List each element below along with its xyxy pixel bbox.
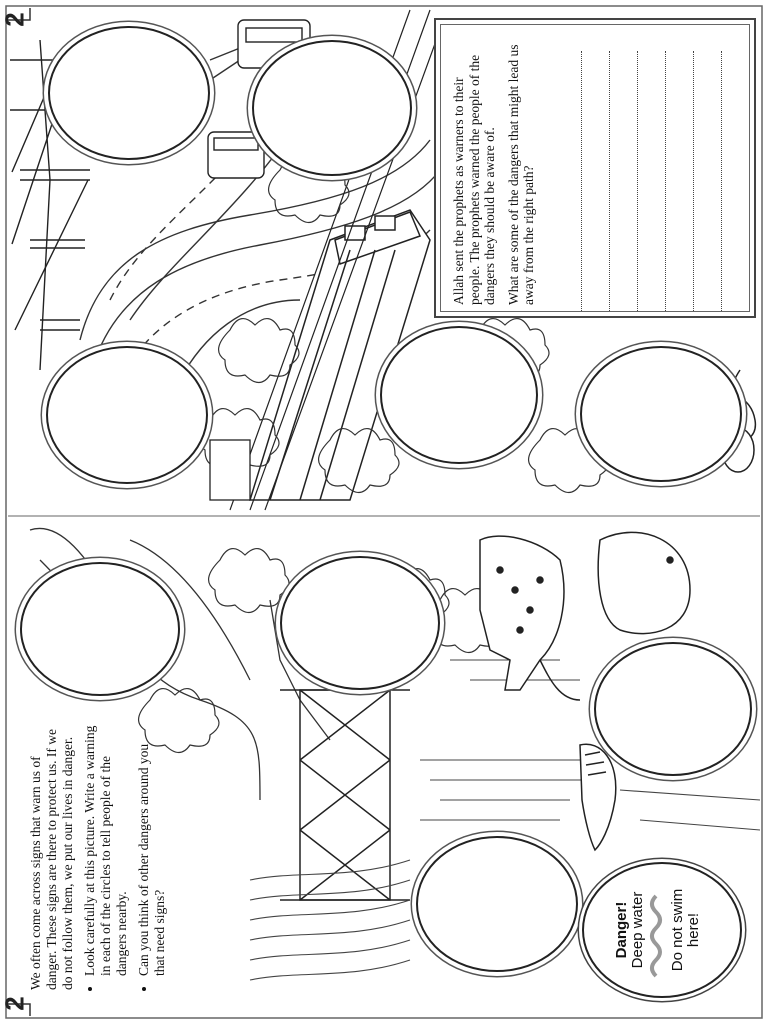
warning-circle-6[interactable] [20,562,180,696]
danger-line-deep-water: Deep water [629,891,646,969]
wave-icon [650,894,662,978]
info-text-block: Allah sent the prophets as warners to th… [451,41,579,305]
info-paragraph-2: What are some of the dangers that might … [505,44,537,305]
intro-bullet-2: Can you think of other dangers around yo… [136,722,168,976]
danger-sign: Danger! Deep water Do not swim here! [582,862,742,998]
intro-text-block: We often come across signs that warn us … [28,722,218,990]
answer-line-5[interactable] [693,51,694,311]
info-box: Allah sent the prophets as warners to th… [434,18,756,318]
page-number-top: 2 [0,12,30,27]
warning-circle-3[interactable] [46,346,208,484]
answer-line-3[interactable] [637,51,638,311]
waterfall [249,859,411,981]
warning-circle-9[interactable] [416,836,578,972]
info-box-inner: Allah sent the prophets as warners to th… [440,24,750,312]
page-number-bottom: 2 [0,996,30,1011]
warning-circle-8[interactable] [594,642,752,776]
intro-bullet-1: Look carefully at this picture. Write a … [82,722,130,976]
answer-line-4[interactable] [665,51,666,311]
intro-paragraph: We often come across signs that warn us … [28,728,75,990]
answer-line-6[interactable] [721,51,722,311]
bridge [280,689,410,901]
intro-bullets: Look carefully at this picture. Write a … [82,722,168,990]
danger-line-here: here! [685,912,702,948]
warning-circle-2[interactable] [252,40,412,176]
danger-line-no-swim: Do not swim [669,888,686,972]
warning-circle-4[interactable] [380,326,538,464]
hippo [597,531,691,635]
warning-circle-5[interactable] [580,346,742,482]
leopard [479,535,581,701]
answer-line-2[interactable] [609,51,610,311]
danger-sign-text: Danger! Deep water Do not swim here! [613,880,714,980]
info-paragraph-1: Allah sent the prophets as warners to th… [451,54,497,305]
danger-title: Danger! [613,901,630,959]
warning-circle-1[interactable] [48,26,210,160]
crocodile [579,743,617,852]
answer-line-1[interactable] [581,51,582,311]
warning-circle-7[interactable] [280,556,440,690]
